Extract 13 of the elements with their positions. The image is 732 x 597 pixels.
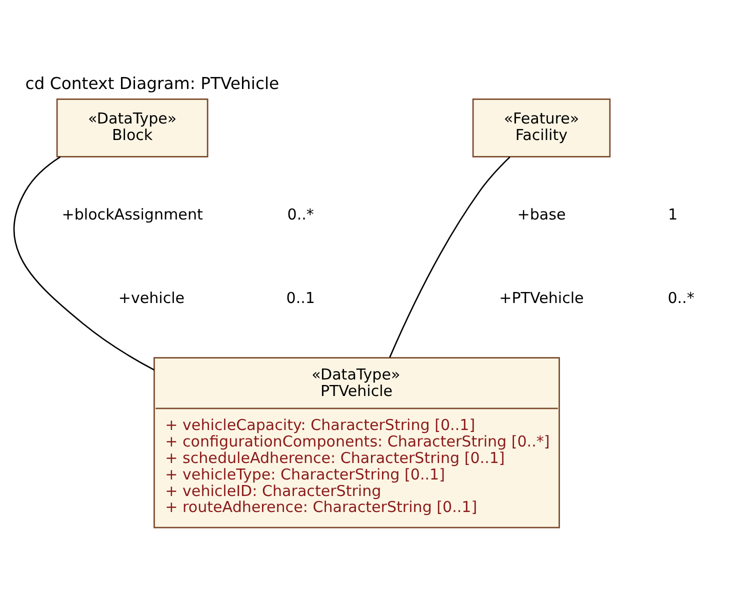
label: +vehicle bbox=[118, 288, 185, 306]
label: +blockAssignment bbox=[62, 204, 203, 223]
label: 1 bbox=[668, 204, 678, 223]
node-box: «Feature» Facility bbox=[472, 98, 611, 157]
label: 0..* bbox=[668, 288, 694, 306]
label: 0..1 bbox=[286, 288, 315, 306]
label: +base bbox=[517, 204, 566, 223]
connector bbox=[13, 156, 154, 370]
label: 0..* bbox=[287, 204, 314, 223]
connector bbox=[389, 156, 510, 358]
label: +PTVehicle bbox=[499, 288, 584, 306]
diagram-title: cd Context Diagram: PTVehicle bbox=[25, 74, 280, 93]
node-box: «DataType» Block bbox=[56, 98, 208, 157]
